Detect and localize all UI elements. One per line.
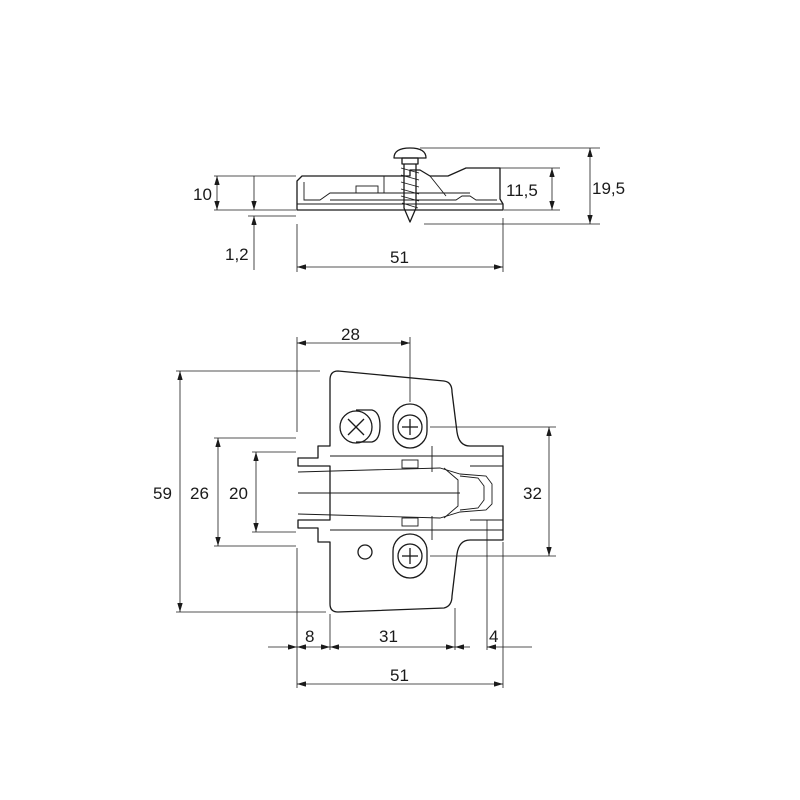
dim-20-label: 20: [229, 484, 248, 503]
dim-26-label: 26: [190, 484, 209, 503]
screw-icon: [393, 147, 427, 223]
side-plate-outline: [296, 167, 504, 211]
dim-59-label: 59: [153, 484, 172, 503]
dim-4-label: 4: [489, 627, 498, 646]
side-wedge-line: [429, 175, 447, 197]
dim-28-label: 28: [341, 325, 360, 344]
upper-phillips-screw-icon: [392, 403, 428, 449]
mounting-hole-icon: [357, 544, 373, 560]
side-view: 10 1,2 11,5 19,5 51: [193, 147, 625, 272]
dim-10-label: 10: [193, 185, 212, 204]
dim-1-2-label: 1,2: [225, 245, 249, 264]
dim-11-5-label: 11,5: [506, 181, 538, 200]
side-clip: [355, 185, 379, 194]
dim-19-5-label: 19,5: [592, 179, 625, 198]
side-inner-line-2: [330, 195, 497, 201]
dim-51-side-label: 51: [390, 248, 409, 267]
dim-32-label: 32: [523, 484, 542, 503]
adjuster-cam-icon: [339, 409, 381, 444]
top-view: 28 59 26 20 32 8 31 4 51: [153, 325, 556, 688]
dim-31-label: 31: [379, 627, 398, 646]
lower-phillips-screw-icon: [392, 533, 428, 579]
dim-8-label: 8: [305, 627, 314, 646]
dim-51-bottom-label: 51: [390, 666, 409, 685]
side-inner-line: [303, 182, 470, 201]
top-channel: [297, 467, 493, 519]
top-plate-outline: [297, 370, 504, 613]
